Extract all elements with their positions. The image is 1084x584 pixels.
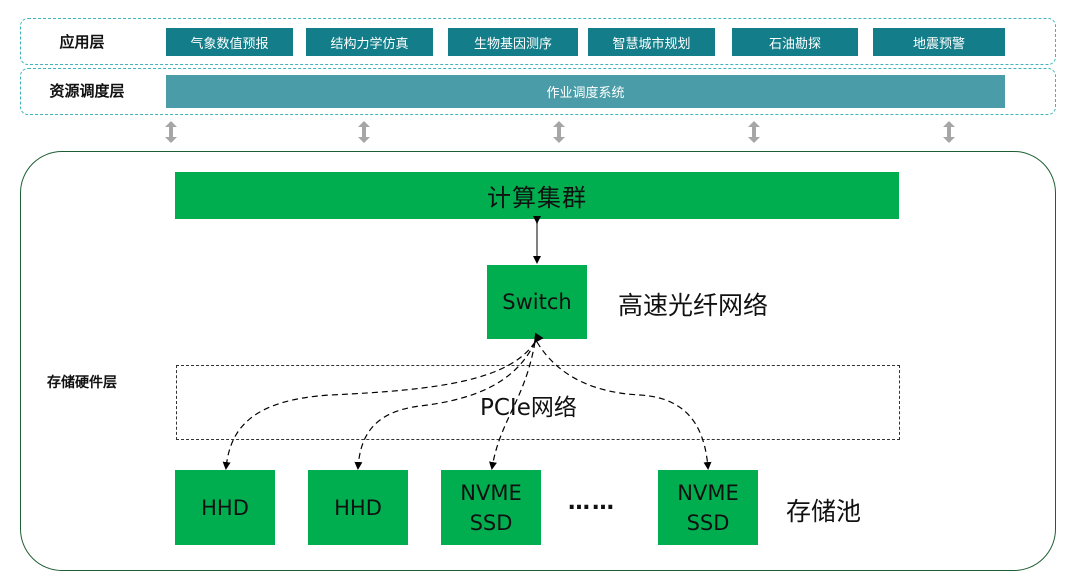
updown-arrow-icon xyxy=(358,121,370,143)
scheduling-layer-label: 资源调度层 xyxy=(49,81,125,100)
storage-device-nvme-1[interactable]: NVME SSD xyxy=(441,470,541,545)
job-scheduling-system[interactable]: 作业调度系统 xyxy=(166,75,1005,108)
storage-pool-label: 存储池 xyxy=(786,497,862,526)
updown-arrow-icon xyxy=(165,121,177,143)
storage-device-nvme-2[interactable]: NVME SSD xyxy=(658,470,758,545)
pcie-link-nvme-2 xyxy=(536,341,712,470)
device-line2: SSD xyxy=(469,510,513,535)
app-item-structural[interactable]: 结构力学仿真 xyxy=(306,28,433,56)
pcie-link-hhd-2 xyxy=(354,341,536,470)
updown-arrow-icon xyxy=(748,121,760,143)
app-item-smart-city[interactable]: 智慧城市规划 xyxy=(588,28,715,56)
app-item-oil[interactable]: 石油勘探 xyxy=(732,28,858,56)
hardware-layer-box xyxy=(20,151,1056,571)
updown-arrow-icon xyxy=(943,121,955,143)
application-layer-box xyxy=(20,18,1056,65)
device-line1: NVME xyxy=(677,480,739,505)
ellipsis: …… xyxy=(568,490,616,515)
updown-arrow-icon xyxy=(553,121,565,143)
switch[interactable]: Switch xyxy=(487,265,587,339)
scheduling-layer-box xyxy=(20,68,1056,115)
app-item-earthquake[interactable]: 地震预警 xyxy=(873,28,1005,56)
compute-cluster[interactable]: 计算集群 xyxy=(175,172,899,219)
pcie-link-nvme-1 xyxy=(489,341,536,470)
device-line1: HHD xyxy=(201,495,249,520)
app-item-weather[interactable]: 气象数值预报 xyxy=(166,28,293,56)
app-item-genome[interactable]: 生物基因测序 xyxy=(448,28,578,56)
device-line1: HHD xyxy=(334,495,382,520)
device-line1: NVME xyxy=(460,480,522,505)
hardware-layer-label: 存储硬件层 xyxy=(47,375,117,391)
application-layer-label: 应用层 xyxy=(59,32,105,51)
storage-device-hhd-2[interactable]: HHD xyxy=(308,470,408,545)
fiber-network-label: 高速光纤网络 xyxy=(618,291,769,320)
storage-device-hhd-1[interactable]: HHD xyxy=(175,470,275,545)
device-line2: SSD xyxy=(686,510,730,535)
pcie-link-hhd-1 xyxy=(222,332,544,470)
